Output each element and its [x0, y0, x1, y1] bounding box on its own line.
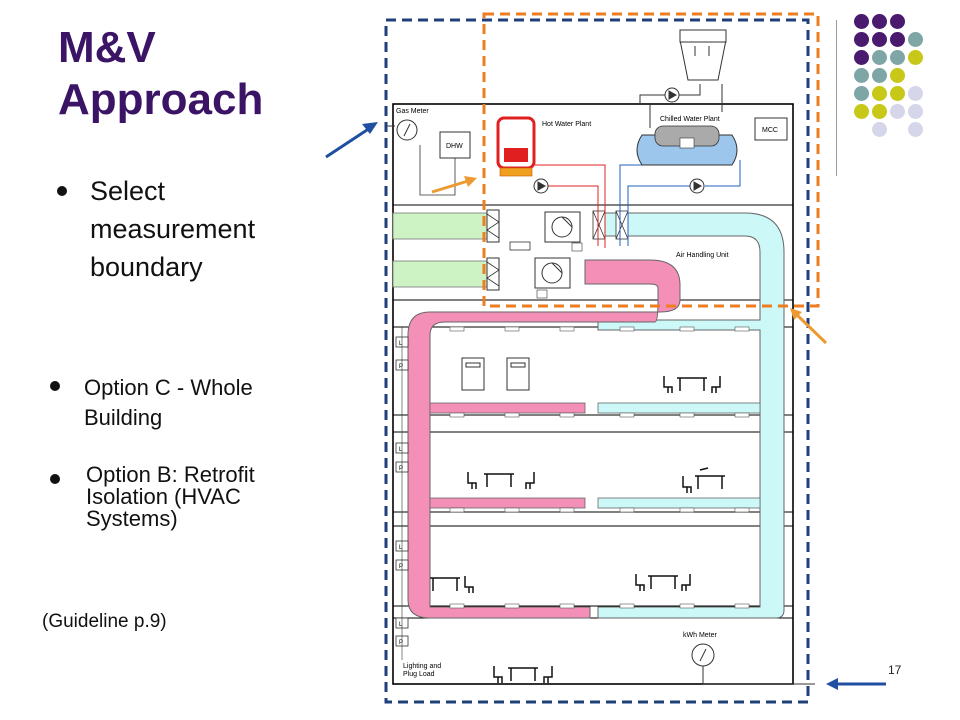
- svg-text:P: P: [399, 364, 403, 370]
- arrowheads-blue: [362, 122, 838, 690]
- svg-text:L: L: [399, 341, 403, 347]
- heating-cooling-coils: [592, 210, 629, 240]
- decorative-dot: [908, 104, 923, 119]
- return-fan: [534, 257, 571, 289]
- decorative-dot: [854, 86, 869, 101]
- outside-air-duct-lower: [392, 260, 494, 288]
- chilled-water-plant-label: Chilled Water Plant: [660, 116, 720, 123]
- slide-title: M&V Approach: [58, 23, 264, 124]
- bullet-marker: [50, 474, 60, 484]
- decorative-dot: [854, 32, 869, 47]
- boundary-arrows-blue: [325, 126, 886, 686]
- gas-meter-label: Gas Meter: [396, 108, 429, 115]
- supply-branch-1: [429, 402, 586, 414]
- decorative-dot: [908, 32, 923, 47]
- supply-air-duct: [407, 259, 681, 619]
- decorative-dot: [908, 50, 923, 65]
- decorative-dot: [890, 68, 905, 83]
- return-branch-2: [597, 497, 761, 509]
- bullet-marker: [50, 381, 60, 391]
- svg-text:P: P: [399, 466, 403, 472]
- mcc-label: MCC: [762, 127, 778, 134]
- svg-text:P: P: [399, 640, 403, 646]
- diffusers: [449, 326, 750, 609]
- decorative-dot: [890, 104, 905, 119]
- outside-air-duct-upper: [392, 212, 494, 240]
- decorative-dot: [854, 14, 869, 29]
- decorative-dot: [872, 14, 887, 29]
- decorative-dot: [872, 68, 887, 83]
- bullet-option-b: Option B: Retrofit Isolation (HVAC Syste…: [86, 462, 255, 531]
- air-handling-unit-label: Air Handling Unit: [676, 252, 729, 259]
- svg-text:L: L: [399, 545, 403, 551]
- return-branch-1: [597, 402, 761, 414]
- hot-water-plant-label: Hot Water Plant: [542, 121, 591, 128]
- hot-water-piping: [535, 164, 606, 248]
- retrofit-isolation-boundary: [482, 12, 820, 308]
- dhw-label: DHW: [446, 143, 463, 150]
- bullet-select-boundary: Select measurement boundary: [90, 176, 256, 282]
- supply-branch-2: [429, 497, 586, 509]
- kwh-meter-label: kWh Meter: [683, 632, 718, 639]
- bullet-marker: [57, 186, 67, 196]
- svg-text:P: P: [399, 564, 403, 570]
- mcc-box: [754, 117, 788, 141]
- svg-text:L: L: [399, 447, 403, 453]
- boundary-arrows-orange: [431, 179, 828, 345]
- return-air-duct: [597, 212, 785, 619]
- decorative-dot: [872, 122, 887, 137]
- decorative-dot: [872, 104, 887, 119]
- decorative-dot: [854, 104, 869, 119]
- office-furniture: [430, 376, 725, 683]
- decorative-dot: [890, 14, 905, 29]
- building-outline: [392, 103, 794, 685]
- svg-text:L: L: [399, 622, 403, 628]
- decorative-dot: [872, 32, 887, 47]
- decorative-dot: [890, 86, 905, 101]
- arrowheads-orange: [464, 176, 802, 320]
- page-number: 17: [888, 663, 902, 677]
- supply-fan: [544, 211, 581, 243]
- decorative-dot: [890, 50, 905, 65]
- doors: [461, 357, 530, 391]
- decorative-dot: [854, 68, 869, 83]
- pumps: [533, 87, 705, 194]
- dhw-box: [439, 131, 471, 159]
- panel-letters: L P L P L P L P: [399, 341, 403, 646]
- decorative-dot: [872, 86, 887, 101]
- decorative-dot: [854, 50, 869, 65]
- bullet-option-c: Option C - Whole Building: [84, 375, 253, 430]
- guideline-reference: (Guideline p.9): [42, 611, 167, 632]
- dot-grid-divider: [836, 20, 837, 176]
- decorative-dot: [890, 32, 905, 47]
- decorative-dot: [908, 86, 923, 101]
- whole-building-boundary: [384, 18, 810, 704]
- decorative-dot: [872, 50, 887, 65]
- decorative-dot: [908, 122, 923, 137]
- cooling-tower: [679, 39, 727, 81]
